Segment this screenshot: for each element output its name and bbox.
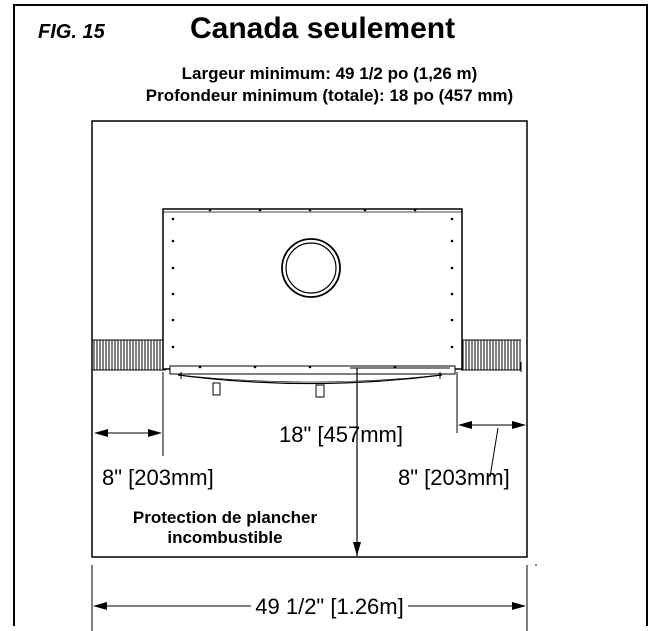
flue-collar	[281, 238, 341, 298]
wall-left	[92, 339, 166, 371]
minimum-depth-note: Profondeur minimum (totale): 18 po (457 …	[145, 86, 514, 105]
fireplace-unit	[162, 208, 463, 398]
total-width-label-wrapper: 49 1/2" [1.26m]	[0, 594, 659, 620]
wall-right	[461, 339, 522, 372]
right-dimension-label: 8" [203mm]	[398, 465, 510, 490]
total-width-label: 49 1/2" [1.26m]	[251, 594, 408, 619]
figure-number: FIG. 15	[38, 21, 105, 43]
minimum-width-note: Largeur minimum: 49 1/2 po (1,26 m)	[181, 64, 478, 83]
floor-protection-label-line1: Protection de plancher	[132, 508, 318, 527]
depth-dimension	[350, 367, 364, 556]
depth-dimension-label: 18" [457mm]	[279, 422, 403, 447]
floor-protection-label-line2: incombustible	[167, 528, 283, 547]
right-side-dimension	[456, 372, 526, 478]
left-side-dimension	[94, 372, 164, 456]
left-dimension-label: 8" [203mm]	[102, 465, 214, 490]
floor-protection-area	[91, 120, 528, 558]
figure-title: Canada seulement	[190, 12, 456, 45]
figure-frame	[13, 4, 648, 626]
